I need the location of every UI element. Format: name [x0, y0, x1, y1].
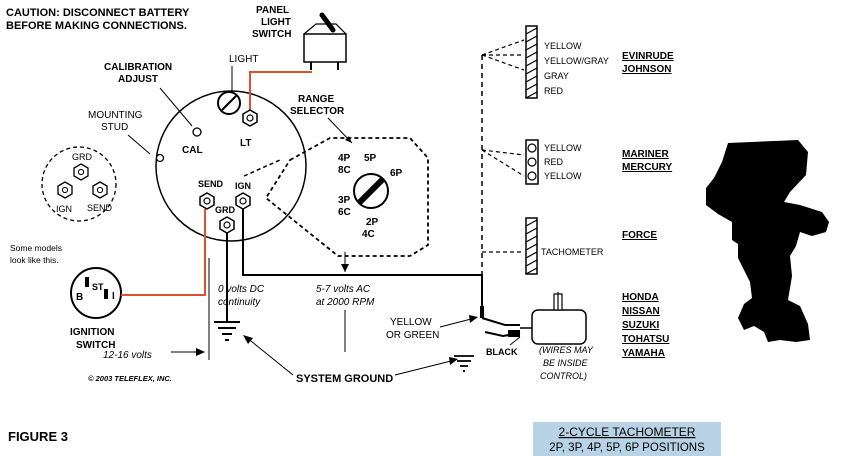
mariner-wire-yellow-2: YELLOW [544, 171, 582, 181]
brand-johnson: JOHNSON [622, 64, 671, 75]
selector-6p: 6P [390, 168, 403, 179]
send-wire [242, 209, 483, 306]
alt-grd-terminal-icon [73, 163, 89, 181]
caption-box [533, 422, 721, 456]
cal-adjust-icon [192, 127, 202, 137]
ign-label: IGN [235, 181, 251, 191]
grd-terminal-icon [219, 216, 235, 234]
range-line-1: RANGE [298, 94, 334, 105]
caution-line-2: BEFORE MAKING CONNECTIONS. [6, 20, 187, 32]
mariner-connector-icon [525, 139, 539, 185]
mounting-line-2: STUD [101, 122, 128, 133]
selector-6c: 6C [338, 207, 351, 218]
range-selector-dial-icon [353, 173, 389, 209]
dc-line-2: continuity [218, 297, 261, 308]
alt-ign-terminal-icon [57, 181, 73, 199]
mounting-stud-icon [155, 153, 165, 163]
evinrude-wire-yellow-gray: YELLOW/GRAY [544, 56, 609, 66]
figure-label: FIGURE 3 [8, 429, 68, 444]
dc-line-1: 0 volts DC [218, 284, 265, 295]
wires-note-line-2: BE INSIDE [543, 358, 589, 368]
brand-yamaha: YAMAHA [622, 348, 665, 359]
voltage-12-16: 12-16 volts [103, 350, 152, 361]
rectifier-icon [531, 309, 587, 345]
evinrude-wire-red: RED [544, 86, 564, 96]
range-selector-callout [264, 137, 429, 257]
mariner-wire-yellow-1: YELLOW [544, 143, 582, 153]
system-ground-label: SYSTEM GROUND [296, 373, 393, 385]
ignition-line-2: SWITCH [76, 340, 115, 351]
light-knob-icon [217, 91, 241, 115]
send-label: SEND [198, 179, 224, 189]
calibration-line-1: CALIBRATION [104, 62, 172, 73]
cal-label: CAL [182, 145, 203, 156]
selector-4p: 4P [338, 153, 351, 164]
light-label: LIGHT [229, 54, 258, 65]
ign-terminal-icon [235, 192, 251, 210]
lt-terminal-icon [242, 109, 258, 127]
alt-send-terminal-icon [92, 181, 108, 199]
selector-8c: 8C [338, 165, 351, 176]
panel-switch-line-3: SWITCH [252, 29, 291, 40]
brand-mariner: MARINER [622, 149, 669, 160]
grd-label: GRD [215, 205, 236, 215]
alt-grd-label: GRD [72, 152, 93, 162]
alt-send-label: SEND [87, 203, 113, 213]
caption-line-2: 2P, 3P, 4P, 5P, 6P POSITIONS [549, 442, 705, 454]
ignition-switch-icon [70, 267, 122, 319]
mariner-wire-red: RED [544, 157, 564, 167]
brand-nissan: NISSAN [622, 306, 660, 317]
yellow-green-line-2: OR GREEN [386, 330, 439, 341]
ignition-i-label: I [112, 291, 115, 302]
brand-force: FORCE [622, 230, 657, 241]
force-wire-tachometer: TACHOMETER [541, 247, 604, 257]
calibration-line-2: ADJUST [118, 74, 158, 85]
brand-tohatsu: TOHATSU [622, 334, 669, 345]
evinrude-connector-icon [525, 25, 538, 99]
force-connector-icon [525, 217, 538, 275]
selector-4c: 4C [362, 229, 375, 240]
brand-mercury: MERCURY [622, 162, 673, 173]
panel-switch-line-2: LIGHT [261, 17, 291, 28]
lt-label: LT [240, 138, 251, 149]
outboard-motor-icon [706, 140, 829, 342]
copyright: © 2003 TELEFLEX, INC. [88, 374, 172, 383]
engine-ground-symbol-icon [454, 355, 474, 372]
wires-note-line-3: CONTROL) [540, 371, 587, 381]
wires-note-line-1: (WIRES MAY [539, 345, 594, 355]
selector-5p: 5P [364, 153, 377, 164]
ac-line-2: at 2000 RPM [316, 297, 375, 308]
ground-symbol-icon [214, 321, 240, 341]
tachometer-gauge [155, 90, 307, 242]
selector-2p: 2P [366, 217, 379, 228]
brand-evinrude: EVINRUDE [622, 51, 674, 62]
black-wire-label: BLACK [486, 347, 518, 357]
ignition-b-label: B [76, 292, 83, 303]
selector-3p: 3P [338, 195, 351, 206]
alt-ign-label: IGN [56, 204, 72, 214]
light-wire [249, 71, 312, 112]
mounting-line-1: MOUNTING [88, 110, 143, 121]
ignition-wire [121, 209, 206, 296]
caption-line-1: 2-CYCLE TACHOMETER [559, 425, 696, 439]
yellow-green-line-1: YELLOW [390, 317, 432, 328]
brand-suzuki: SUZUKI [622, 320, 659, 331]
send-terminal-icon [199, 192, 215, 210]
panel-switch-icon [303, 12, 347, 70]
panel-switch-line-1: PANEL [256, 5, 289, 16]
alt-gauge-outline [41, 146, 117, 222]
brand-honda: HONDA [622, 292, 659, 303]
ignition-line-1: IGNITION [70, 327, 114, 338]
alt-note-line-1: Some models [10, 243, 62, 253]
caution-line-1: CAUTION: DISCONNECT BATTERY [6, 7, 190, 19]
evinrude-wire-yellow: YELLOW [544, 41, 582, 51]
evinrude-wire-gray: GRAY [544, 71, 569, 81]
range-line-2: SELECTOR [290, 106, 345, 117]
alt-note-line-2: look like this. [10, 255, 59, 265]
ignition-st-label: ST [92, 282, 104, 292]
ac-line-1: 5-7 volts AC [316, 284, 371, 295]
